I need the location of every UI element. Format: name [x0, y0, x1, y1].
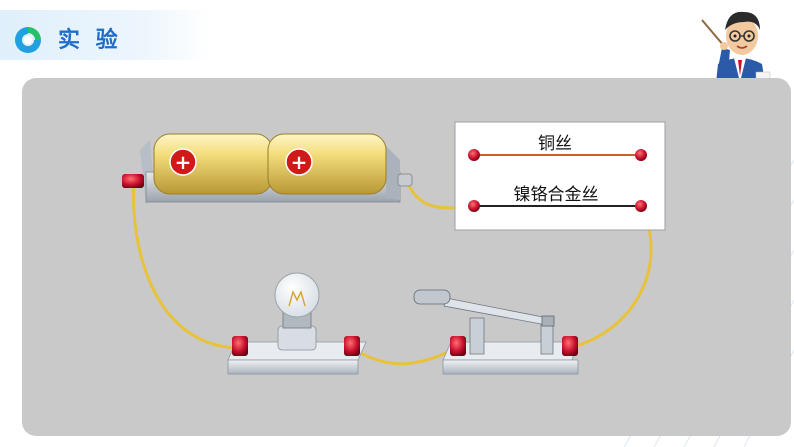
wire-board: 铜丝 镍铬合金丝 [454, 121, 666, 231]
logo-icon [15, 27, 41, 53]
battery-terminal-red [122, 174, 144, 188]
light-bulb [227, 272, 367, 375]
switch-terminal-left [450, 336, 466, 356]
terminal-alloy-right [635, 200, 647, 212]
terminal-alloy-left [468, 200, 480, 212]
svg-text:+: + [175, 150, 192, 174]
terminal-copper-left [468, 149, 480, 161]
battery-plus-icon [169, 148, 197, 176]
svg-text:+: + [291, 150, 308, 174]
battery-pack: + + [122, 133, 413, 204]
bulb-terminal-right [344, 336, 360, 356]
battery-terminal-silver [397, 173, 413, 187]
page-title: 实 验 [58, 28, 122, 53]
nichrome-wire-label: 镍铬合金丝 [514, 185, 599, 205]
terminal-copper-right [635, 149, 647, 161]
copper-wire-label: 铜丝 [538, 134, 572, 154]
knife-switch [413, 289, 579, 375]
bulb-terminal-left [232, 336, 248, 356]
switch-terminal-right [562, 336, 578, 356]
battery-plus-icon [285, 148, 313, 176]
